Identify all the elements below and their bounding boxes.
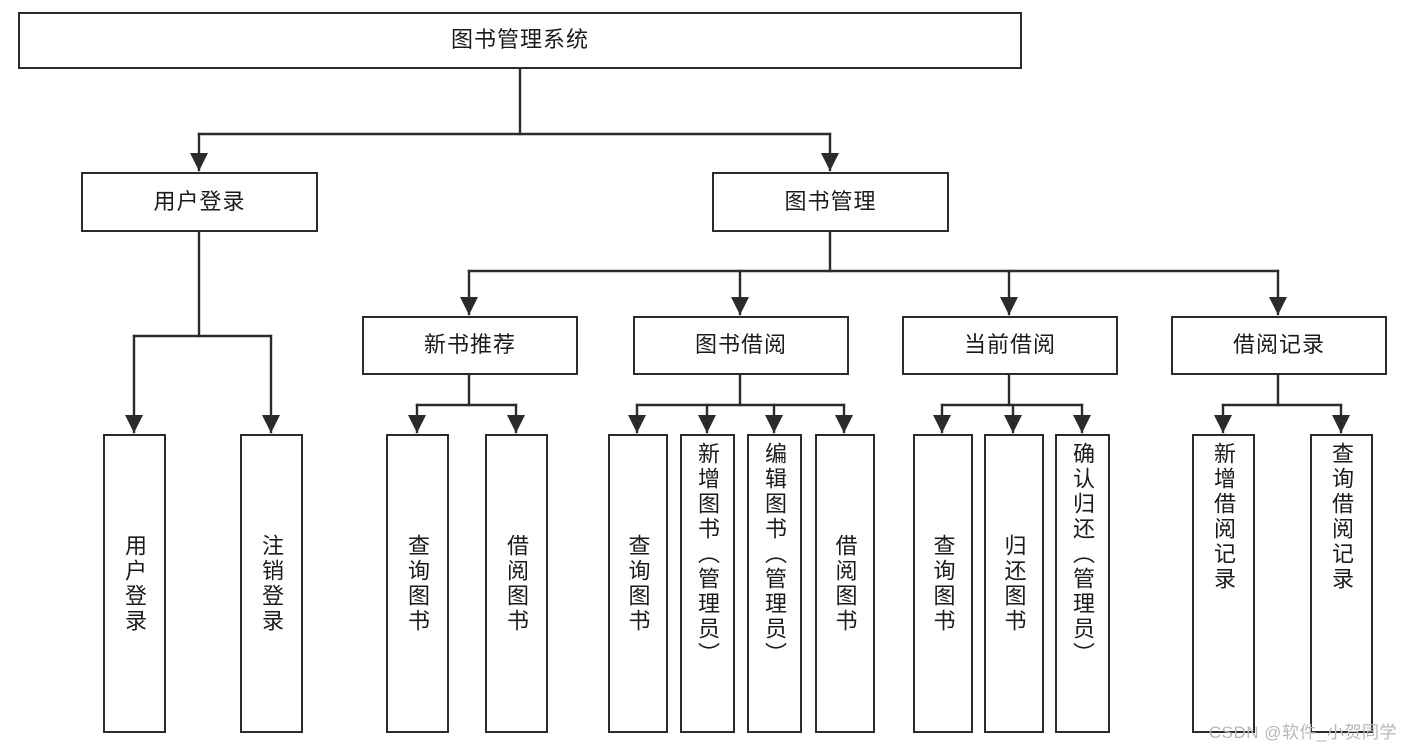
node-leaf-edit-book-admin[interactable]: 编辑图书（管理员） bbox=[747, 434, 802, 733]
node-leaf-query-borrow-record[interactable]: 查询借阅记录 bbox=[1310, 434, 1373, 733]
node-label-leaf-return-book: 归还图书 bbox=[1001, 533, 1027, 634]
arrowhead-book-borrow-to-leaves-2 bbox=[765, 415, 783, 433]
node-user-login[interactable]: 用户登录 bbox=[81, 172, 318, 232]
node-label-leaf-add-book-admin: 新增图书（管理员） bbox=[695, 442, 721, 667]
node-label-leaf-borrow-book-recommend: 借阅图书 bbox=[504, 533, 530, 634]
arrowhead-borrow-record-to-leaves-1 bbox=[1332, 415, 1350, 433]
node-leaf-add-borrow-record[interactable]: 新增借阅记录 bbox=[1192, 434, 1255, 733]
node-label-book-borrow: 图书借阅 bbox=[694, 332, 787, 358]
node-label-new-book-recommend: 新书推荐 bbox=[423, 332, 516, 358]
node-label-book-manage: 图书管理 bbox=[784, 188, 877, 214]
node-book-manage[interactable]: 图书管理 bbox=[712, 172, 949, 232]
node-label-leaf-query-borrow-record: 查询借阅记录 bbox=[1329, 442, 1355, 592]
node-label-leaf-borrow-book-borrow: 借阅图书 bbox=[832, 533, 858, 634]
arrowhead-root-to-level1-0 bbox=[190, 153, 208, 171]
arrowhead-book-manage-to-level2-2 bbox=[1000, 297, 1018, 315]
arrowhead-new-book-recommend-to-leaves-1 bbox=[507, 415, 525, 433]
arrowhead-book-manage-to-level2-1 bbox=[731, 297, 749, 315]
arrowhead-current-borrow-to-leaves-0 bbox=[933, 415, 951, 433]
arrowhead-book-manage-to-level2-0 bbox=[460, 297, 478, 315]
node-leaf-add-book-admin[interactable]: 新增图书（管理员） bbox=[680, 434, 735, 733]
node-current-borrow[interactable]: 当前借阅 bbox=[902, 316, 1118, 375]
node-leaf-query-book-recommend[interactable]: 查询图书 bbox=[386, 434, 449, 733]
node-label-root: 图书管理系统 bbox=[450, 27, 589, 53]
node-leaf-logout-login[interactable]: 注销登录 bbox=[240, 434, 303, 733]
arrowhead-root-to-level1-1 bbox=[821, 153, 839, 171]
node-leaf-return-book[interactable]: 归还图书 bbox=[984, 434, 1044, 733]
node-label-leaf-user-login: 用户登录 bbox=[122, 533, 148, 634]
node-label-current-borrow: 当前借阅 bbox=[963, 332, 1056, 358]
arrowhead-user-login-to-leaves-0 bbox=[125, 415, 143, 433]
node-label-user-login: 用户登录 bbox=[153, 188, 246, 214]
arrowhead-book-borrow-to-leaves-0 bbox=[628, 415, 646, 433]
node-leaf-query-book-borrow[interactable]: 查询图书 bbox=[608, 434, 668, 733]
arrowhead-user-login-to-leaves-1 bbox=[262, 415, 280, 433]
node-leaf-borrow-book-recommend[interactable]: 借阅图书 bbox=[485, 434, 548, 733]
node-book-borrow[interactable]: 图书借阅 bbox=[633, 316, 849, 375]
node-new-book-recommend[interactable]: 新书推荐 bbox=[362, 316, 578, 375]
node-label-leaf-logout-login: 注销登录 bbox=[259, 533, 285, 634]
watermark-text: CSDN @软件_小贺同学 bbox=[1208, 723, 1397, 742]
node-leaf-confirm-return-admin[interactable]: 确认归还（管理员） bbox=[1055, 434, 1110, 733]
arrowhead-book-borrow-to-leaves-3 bbox=[835, 415, 853, 433]
node-borrow-record[interactable]: 借阅记录 bbox=[1171, 316, 1387, 375]
node-label-leaf-add-borrow-record: 新增借阅记录 bbox=[1211, 442, 1237, 592]
node-label-leaf-query-book-borrow: 查询图书 bbox=[625, 533, 651, 634]
arrowhead-current-borrow-to-leaves-1 bbox=[1004, 415, 1022, 433]
node-root[interactable]: 图书管理系统 bbox=[18, 12, 1022, 69]
arrowhead-borrow-record-to-leaves-0 bbox=[1214, 415, 1232, 433]
node-leaf-user-login[interactable]: 用户登录 bbox=[103, 434, 166, 733]
node-label-leaf-query-book-recommend: 查询图书 bbox=[405, 533, 431, 634]
node-leaf-query-book-current[interactable]: 查询图书 bbox=[913, 434, 973, 733]
arrowhead-current-borrow-to-leaves-2 bbox=[1073, 415, 1091, 433]
node-label-leaf-edit-book-admin: 编辑图书（管理员） bbox=[762, 442, 788, 667]
arrowhead-book-manage-to-level2-3 bbox=[1269, 297, 1287, 315]
node-label-borrow-record: 借阅记录 bbox=[1232, 332, 1325, 358]
node-leaf-borrow-book-borrow[interactable]: 借阅图书 bbox=[815, 434, 875, 733]
node-label-leaf-query-book-current: 查询图书 bbox=[930, 533, 956, 634]
node-label-leaf-confirm-return-admin: 确认归还（管理员） bbox=[1070, 442, 1096, 667]
arrowhead-new-book-recommend-to-leaves-0 bbox=[408, 415, 426, 433]
arrowhead-book-borrow-to-leaves-1 bbox=[698, 415, 716, 433]
